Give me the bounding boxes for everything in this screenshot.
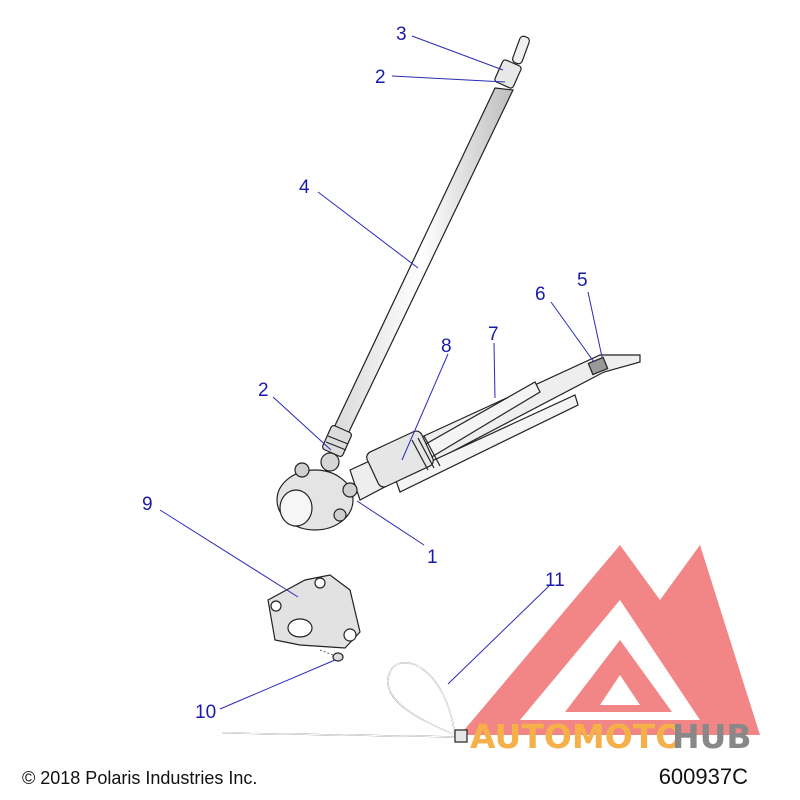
callout-1: 1	[427, 547, 438, 568]
cable-tie-11	[221, 662, 468, 743]
callout-5: 5	[577, 270, 588, 291]
callout-10: 10	[195, 702, 216, 723]
screw-10	[319, 649, 344, 662]
housing-bolt-c	[342, 482, 358, 498]
callout-11: 11	[545, 570, 565, 591]
watermark-logo	[460, 545, 760, 735]
rod-tip-3	[512, 35, 530, 65]
cable-wrap-rings	[411, 435, 441, 471]
cable-sleeve-8	[366, 430, 434, 488]
callout-6: 6	[535, 284, 546, 305]
housing-bolt-d	[333, 508, 347, 522]
callout-2-bottom: 2	[258, 380, 269, 401]
callout-3-top: 3	[396, 24, 407, 45]
shift-rod	[329, 87, 514, 441]
rod-assembly	[322, 35, 530, 457]
copyright-notice: © 2018 Polaris Industries Inc.	[22, 768, 258, 788]
logo-triangle-notch	[600, 675, 640, 705]
cable-bundle	[349, 354, 641, 501]
mounting-bracket	[267, 574, 361, 649]
shifter-housing	[276, 452, 358, 531]
cable-collar-6	[587, 356, 609, 376]
figure-number: 600937C	[658, 764, 748, 789]
callout-8: 8	[441, 336, 452, 357]
callout-9: 9	[142, 494, 153, 515]
logo-triangle-core	[565, 640, 672, 712]
leader-lines	[159, 35, 603, 710]
housing-cap	[279, 489, 313, 527]
callout-7: 7	[488, 324, 499, 345]
rod-end-fitting	[494, 59, 522, 89]
callout-4: 4	[299, 177, 310, 198]
housing-bolt-a	[294, 462, 310, 478]
watermark-text-part1: AUTOMOTO	[470, 717, 683, 756]
housing-bolt-b	[320, 452, 340, 472]
callout-2-top: 2	[375, 67, 386, 88]
callout-labels: 3 2 4 5 6 7 8 2 1 9 11 10	[142, 24, 588, 723]
watermark-text-part2: HUB	[672, 717, 752, 756]
cable-secondary	[394, 394, 579, 493]
watermark-text: AUTOMOTO HUB	[470, 717, 752, 756]
